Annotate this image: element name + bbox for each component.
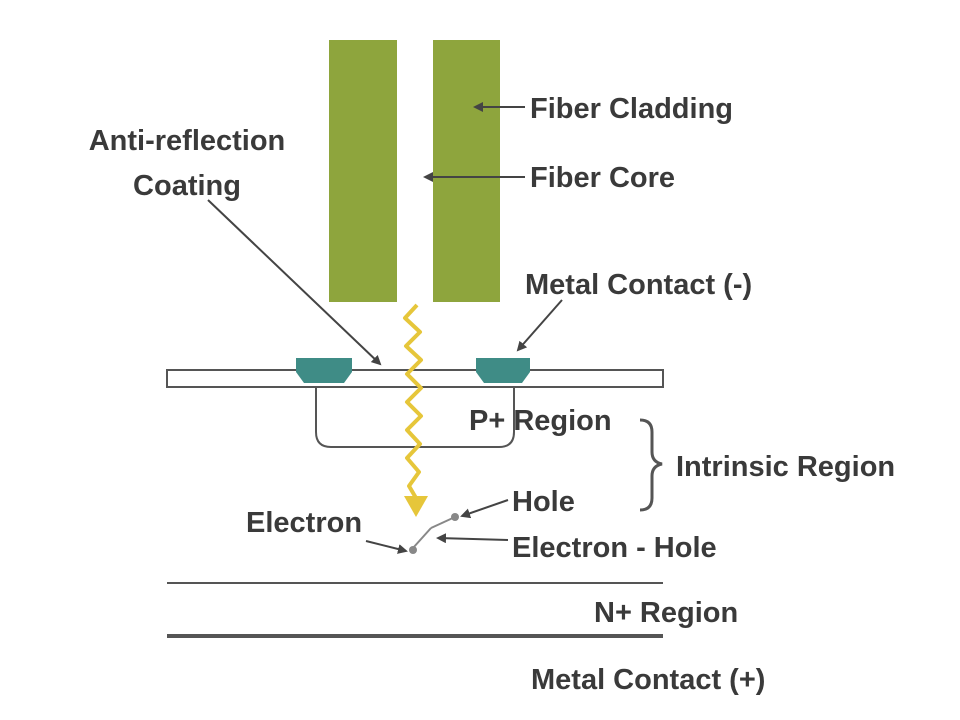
fiber-core xyxy=(397,40,433,302)
label-anti-reflection-line2: Coating xyxy=(133,170,241,202)
label-anti-reflection-line1: Anti-reflection xyxy=(89,125,286,157)
label-electron: Electron xyxy=(246,507,362,539)
metal-contact-pad-right xyxy=(476,358,530,383)
leader-electron-hole xyxy=(436,533,509,544)
leader-hole xyxy=(460,499,509,519)
electron-hole-pair xyxy=(409,513,459,554)
photon-arrowhead xyxy=(404,496,428,517)
fiber-cladding-right xyxy=(433,40,500,302)
fiber-cladding-left xyxy=(329,40,397,302)
leader-metal-contact xyxy=(516,299,563,352)
label-p-region: P+ Region xyxy=(469,405,612,437)
label-electron-hole: Electron - Hole xyxy=(512,532,717,564)
intrinsic-region-brace xyxy=(639,418,663,512)
label-metal-contact-pos: Metal Contact (+) xyxy=(531,664,765,696)
label-n-region: N+ Region xyxy=(594,597,738,629)
label-fiber-cladding: Fiber Cladding xyxy=(530,93,733,125)
photon-path xyxy=(403,303,423,500)
label-fiber-core: Fiber Core xyxy=(530,162,675,194)
label-metal-contact-neg: Metal Contact (-) xyxy=(525,269,752,301)
electron-dot xyxy=(409,546,417,554)
label-intrinsic-region: Intrinsic Region xyxy=(676,451,895,483)
metal-contact-pad-left xyxy=(296,358,352,383)
optical-fiber xyxy=(329,40,500,302)
anti-reflection-layer xyxy=(166,369,664,388)
leader-electron xyxy=(365,540,408,554)
label-hole: Hole xyxy=(512,486,575,518)
leader-lines xyxy=(207,102,563,554)
leader-anti-reflection xyxy=(207,199,382,366)
hole-dot xyxy=(451,513,459,521)
